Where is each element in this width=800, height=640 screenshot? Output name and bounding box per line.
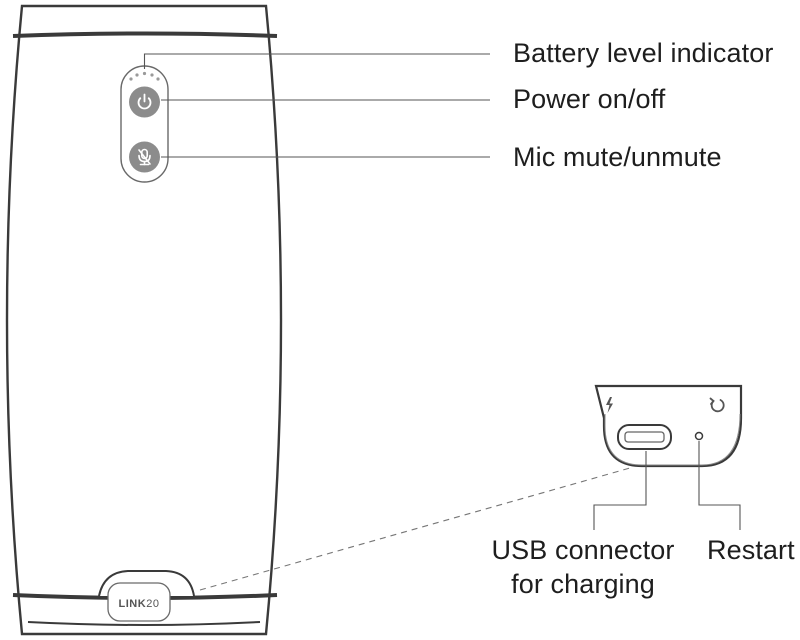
mic-mute-button[interactable]: [129, 141, 160, 173]
speaker-outline: [5, 4, 283, 636]
button-panel: [120, 65, 169, 183]
leader-lines-top: [143, 53, 490, 158]
zoom-dashed-line: [199, 467, 631, 591]
power-label: Power on/off: [513, 84, 666, 114]
port-detail-inner-edge: [604, 413, 741, 466]
logo-plate: [107, 582, 171, 622]
base-foot: [27, 621, 261, 626]
power-button[interactable]: [129, 86, 160, 118]
usb-leader: [593, 451, 647, 530]
device-logo: LINK20: [119, 598, 160, 610]
battery-leader: [143, 53, 490, 69]
restart-pinhole[interactable]: [694, 431, 704, 441]
speaker-body: [5, 4, 283, 636]
usb-port[interactable]: [617, 424, 672, 450]
lightning-icon: [606, 397, 613, 413]
usb-label-line2: for charging: [511, 569, 655, 599]
logo-suffix: 20: [146, 598, 159, 610]
restart-label: Restart: [707, 535, 795, 565]
leader-lines-bottom: [593, 441, 741, 530]
port-bump: LINK20: [98, 570, 195, 622]
usb-port-inner: [624, 431, 665, 443]
mic-mute-icon: [138, 148, 151, 166]
port-detail-outline: [594, 384, 743, 468]
battery-level-label: Battery level indicator: [513, 38, 774, 68]
restart-leader: [698, 441, 741, 530]
mic-label: Mic mute/unmute: [513, 142, 722, 172]
port-detail: [594, 384, 743, 468]
logo-main: LINK: [119, 598, 147, 610]
battery-level-dots: [129, 71, 160, 81]
restart-icon: [709, 397, 725, 413]
usb-label-line1: USB connector: [491, 535, 675, 565]
usb-connector-label: USB connector for charging: [478, 533, 688, 601]
power-icon: [137, 93, 152, 110]
top-band: [12, 31, 278, 38]
